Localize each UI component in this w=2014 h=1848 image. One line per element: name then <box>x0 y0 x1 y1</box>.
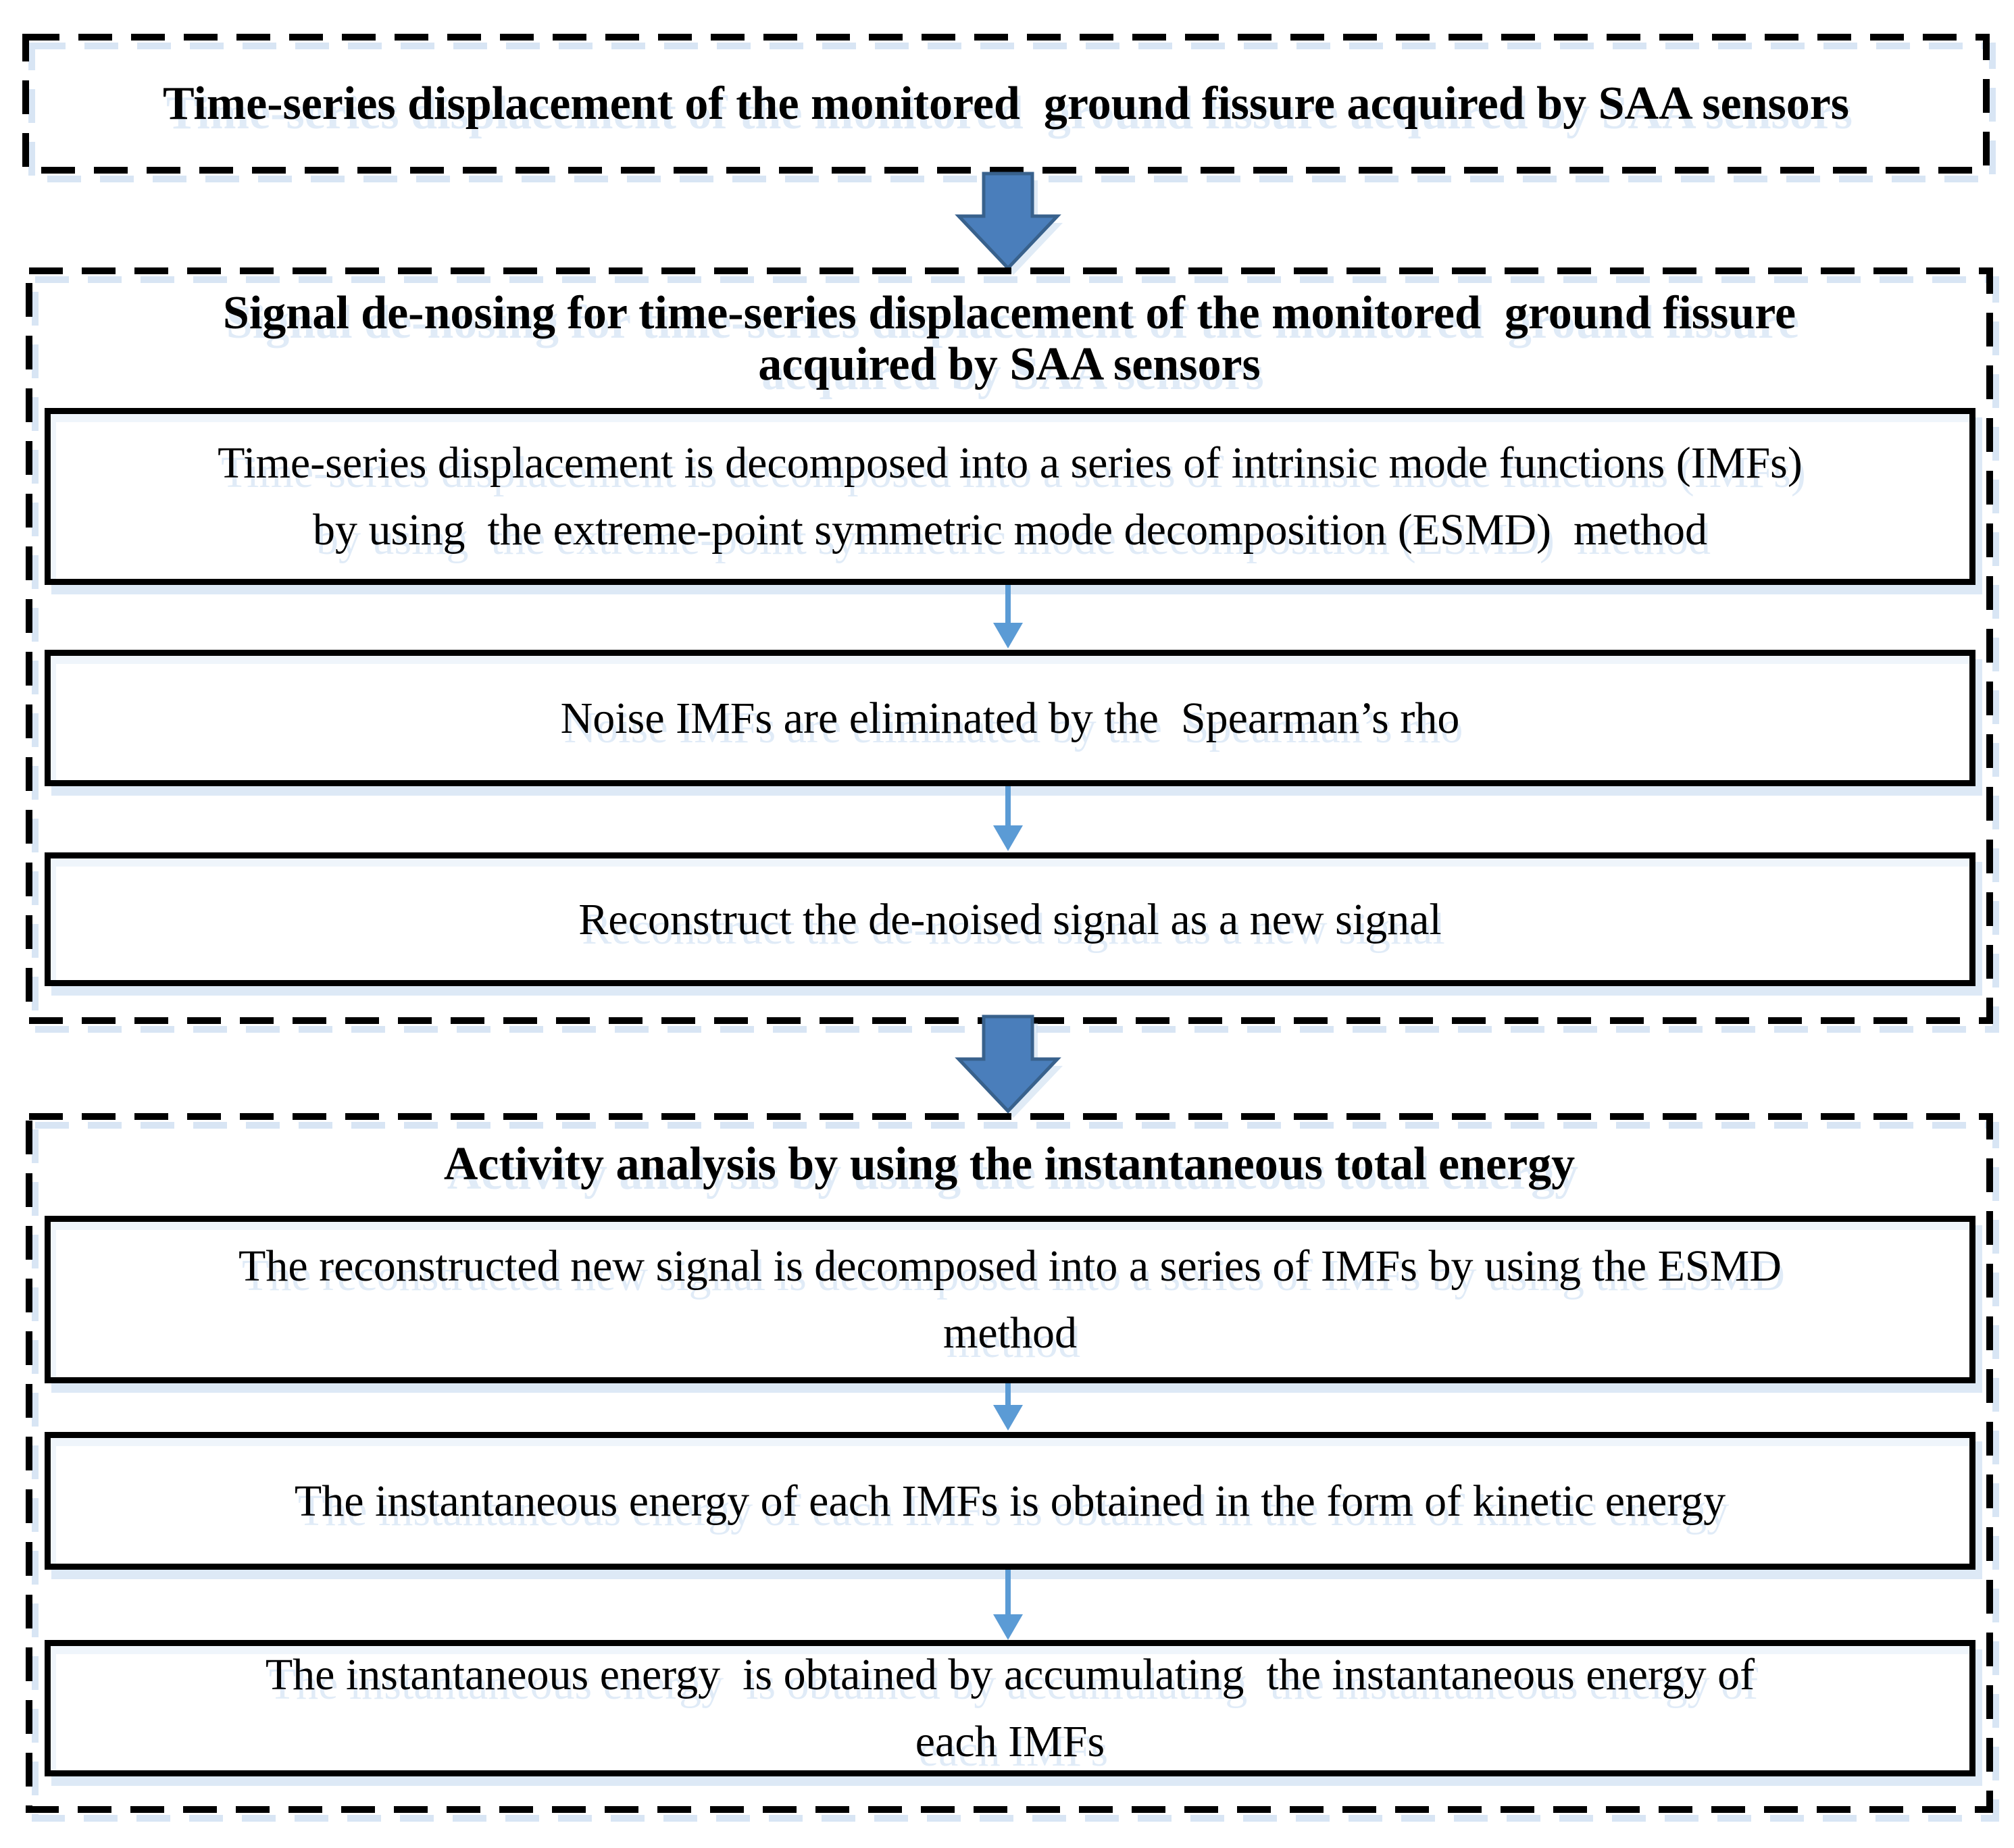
activity-step-1: The reconstructed new signal is decompos… <box>45 1216 1975 1383</box>
denoising-step-3: Reconstruct the de-noised signal as a ne… <box>45 852 1975 986</box>
activity-step-3-text: The instantaneous energy is obtained by … <box>265 1650 1755 1766</box>
activity-step-2: The instantaneous energy of each IMFs is… <box>45 1432 1975 1570</box>
denoising-step-3-text: Reconstruct the de-noised signal as a ne… <box>578 894 1442 944</box>
thin-arrow-head <box>993 825 1023 851</box>
source-box: Time-series displacement of the monitore… <box>22 34 1996 182</box>
denoising-step-1: Time-series displacement is decomposed i… <box>45 408 1975 585</box>
thin-arrow-head <box>993 1614 1023 1640</box>
activity-title: Activity analysis by using the instantan… <box>443 1138 1576 1190</box>
activity-step-2-text: The instantaneous energy of each IMFs is… <box>294 1476 1726 1526</box>
thin-arrow-stem <box>1005 1383 1011 1406</box>
thin-arrow-stem <box>1005 1570 1011 1616</box>
denoising-step-2: Noise IMFs are eliminated by the Spearma… <box>45 650 1975 786</box>
activity-section: Activity analysis by using the instantan… <box>26 1113 1999 1822</box>
denoising-step-1-text: Time-series displacement is decomposed i… <box>218 438 1803 555</box>
thin-arrow-head <box>993 1405 1023 1431</box>
down-arrow-icon <box>955 172 1063 275</box>
thin-arrow-icon <box>993 1383 1023 1431</box>
denoising-step-2-text: Noise IMFs are eliminated by the Spearma… <box>560 693 1460 743</box>
thin-arrow-stem <box>1005 585 1011 624</box>
thin-arrow-stem <box>1005 786 1011 827</box>
down-arrow-shape <box>955 172 1061 271</box>
down-arrow-icon <box>955 1015 1063 1118</box>
thin-arrow-icon <box>993 585 1023 648</box>
thin-arrow-icon <box>993 786 1023 851</box>
thin-arrow-icon <box>993 1570 1023 1640</box>
down-arrow-shape <box>955 1015 1061 1114</box>
denoising-title: Signal de-nosing for time-series displac… <box>222 287 1796 390</box>
activity-step-1-text: The reconstructed new signal is decompos… <box>238 1241 1782 1358</box>
source-box-text: Time-series displacement of the monitore… <box>162 77 1850 130</box>
activity-step-3: The instantaneous energy is obtained by … <box>45 1640 1975 1776</box>
denoising-section: Signal de-nosing for time-series displac… <box>26 267 1999 1033</box>
thin-arrow-head <box>993 623 1023 648</box>
